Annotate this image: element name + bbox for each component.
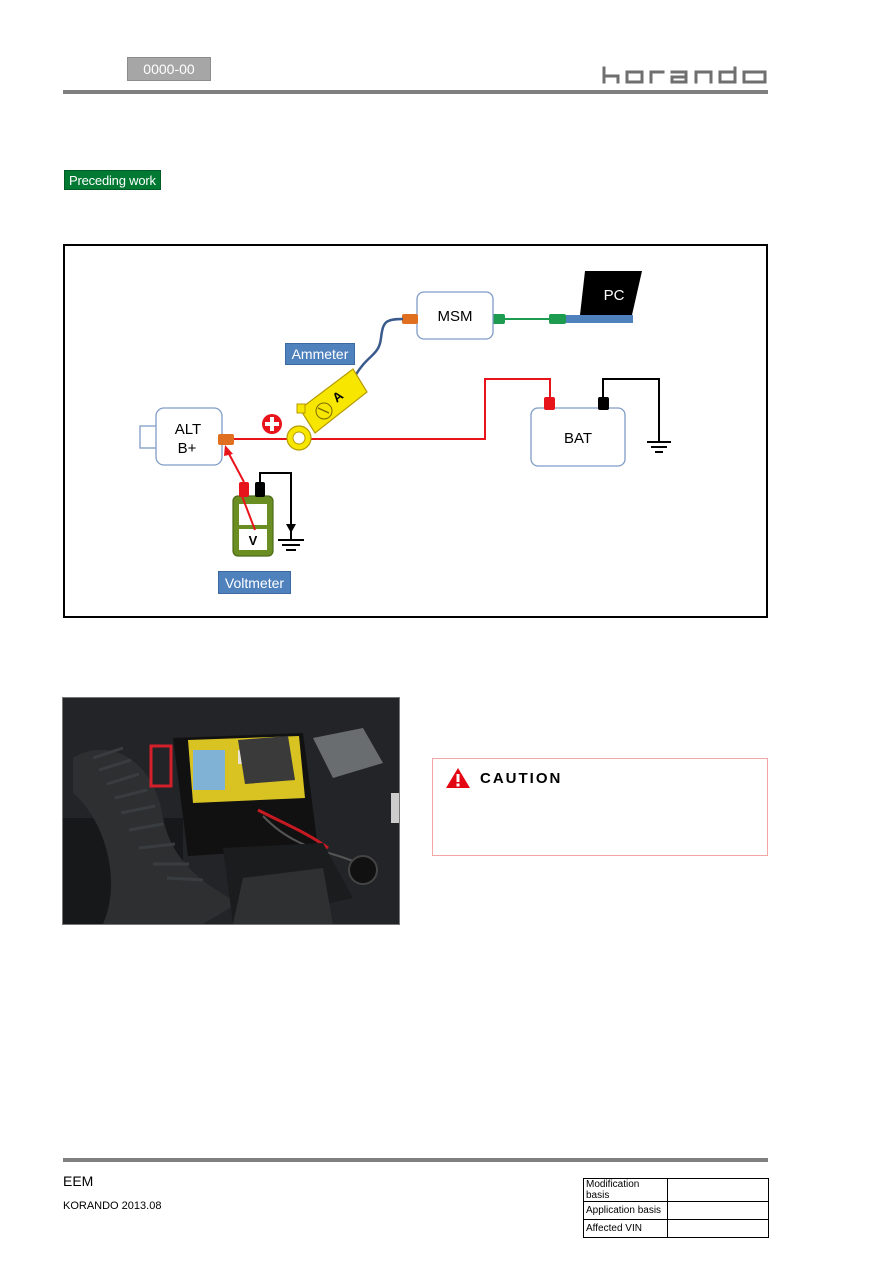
bat-label: BAT (564, 430, 592, 447)
preceding-work-label: Preceding work (64, 170, 161, 190)
header-divider (63, 90, 768, 94)
footer-title: EEM (63, 1173, 94, 1189)
pc-label: PC (604, 287, 625, 304)
footer-subtitle: KORANDO 2013.08 (63, 1200, 162, 1212)
alt-label-line1: ALT (175, 421, 201, 438)
msm-label: MSM (438, 308, 473, 325)
korando-logo (601, 66, 769, 91)
table-value (667, 1201, 769, 1220)
wiring-diagram: PC MSM BAT ALT B+ (63, 244, 768, 618)
engine-bay-photo (62, 697, 400, 925)
table-row: Application basis (583, 1201, 769, 1220)
voltmeter-symbol: V (249, 533, 258, 548)
positive-terminal-icon (262, 414, 282, 434)
table-value (667, 1219, 769, 1238)
table-key: Affected VIN (583, 1219, 668, 1238)
table-row: Affected VIN (583, 1219, 769, 1238)
revision-info-table: Modification basis Application basis Aff… (583, 1178, 769, 1238)
warning-triangle-icon (446, 768, 470, 788)
alt-label-line2: B+ (178, 440, 197, 457)
voltmeter-tag: Voltmeter (218, 571, 291, 594)
battery-box: BAT (530, 397, 626, 467)
caution-box: CAUTION (432, 758, 768, 856)
pc-laptop-icon: PC (562, 271, 642, 323)
table-key: Application basis (583, 1201, 668, 1220)
table-value (667, 1178, 769, 1202)
footer-divider (63, 1158, 768, 1162)
alternator-box: ALT B+ (139, 407, 234, 466)
document-code-badge: 0000-00 (127, 57, 211, 81)
ammeter-tag: Ammeter (285, 343, 355, 365)
voltmeter: V (224, 445, 274, 557)
msm-box: MSM (416, 291, 494, 340)
table-row: Modification basis (583, 1178, 769, 1202)
table-key: Modification basis (583, 1178, 668, 1202)
ammeter-clamp: A (286, 368, 368, 451)
caution-title: CAUTION (480, 770, 563, 787)
